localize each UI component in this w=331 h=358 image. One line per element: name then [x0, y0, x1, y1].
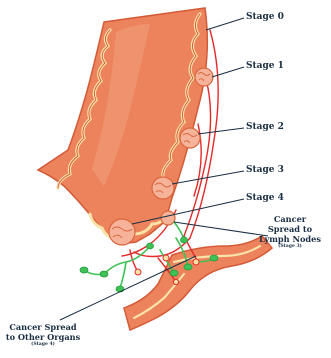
spread-spot: [135, 269, 141, 275]
stage-2-label: Stage 2: [246, 123, 284, 132]
lymph-node: [147, 243, 154, 249]
lymph-node: [100, 271, 108, 277]
lymph-node: [210, 255, 218, 261]
tumor-small-lower: [161, 211, 175, 225]
colon: [38, 8, 207, 244]
spread-spot: [173, 279, 178, 284]
lymph-line-2: Spread to: [268, 224, 312, 234]
stage-4-label: Stage 4: [246, 194, 284, 203]
tumor-stage-2: [180, 128, 200, 148]
stage-3-label: Stage 3: [246, 166, 284, 175]
leader-stage-0: [206, 18, 244, 30]
spread-spot: [163, 255, 169, 261]
lymph-node: [181, 237, 188, 243]
stage-0-label: Stage 0: [246, 13, 284, 22]
leader-stage-2: [198, 128, 244, 134]
lymph-stage-note: (Stage 3): [252, 244, 328, 250]
tumor-stage-1: [195, 68, 213, 86]
organs-line-1: Cancer Spread: [9, 322, 76, 332]
lymph-node: [80, 267, 88, 273]
lymph-node: [170, 270, 178, 276]
spread-spot: [193, 259, 199, 265]
stage-1-label: Stage 1: [246, 62, 284, 71]
tumor-stage-3: [152, 177, 174, 199]
lymph-spread-label: Cancer Spread to Lymph Nodes (Stage 3): [252, 214, 328, 250]
tumor-stage-4: [109, 219, 135, 245]
lymph-node: [184, 264, 192, 270]
organs-stage-note: (Stage 4): [2, 342, 84, 348]
organ-spread-label: Cancer Spread to Other Organs (Stage 4): [2, 322, 84, 348]
organs-line-2: to Other Organs: [6, 332, 80, 342]
lymph-line-3: Lymph Nodes: [259, 234, 321, 244]
lymph-line-1: Cancer: [274, 214, 306, 224]
lymph-node: [116, 286, 124, 292]
